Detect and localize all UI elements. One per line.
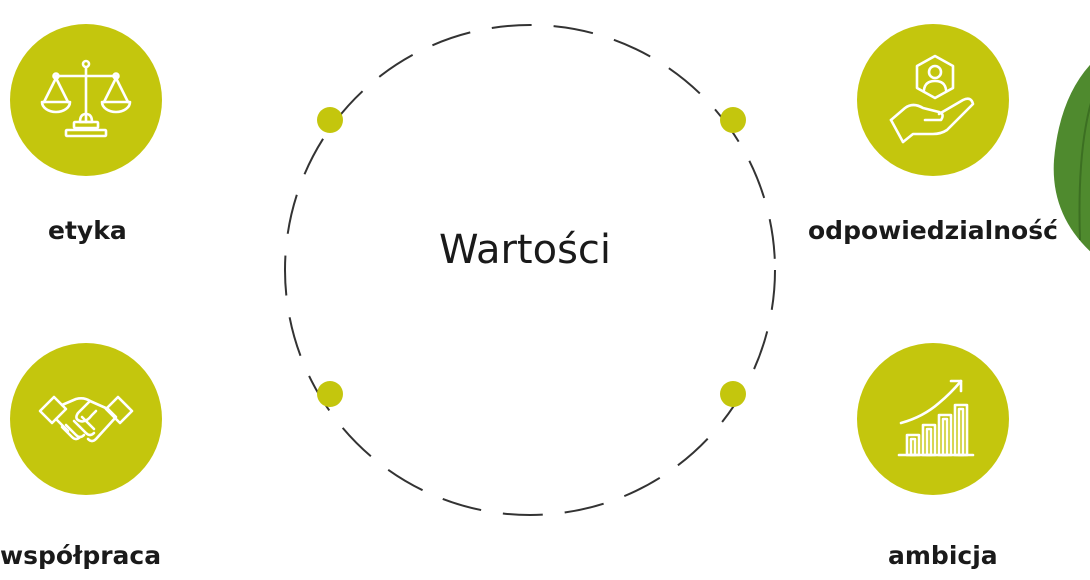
connector-dot-top-left	[317, 107, 343, 133]
handshake-icon	[38, 395, 134, 443]
value-label-ambicja: ambicja	[888, 541, 998, 570]
value-label-odpowiedzialnosc: odpowiedzialność	[808, 216, 1058, 245]
growth-chart-icon	[897, 379, 975, 457]
value-label-etyka: etyka	[48, 216, 127, 245]
connector-dot-top-right	[720, 107, 746, 133]
hand-person-icon	[889, 54, 975, 144]
value-circle-ambicja	[857, 343, 1009, 495]
value-circle-odpowiedzialnosc	[857, 24, 1009, 176]
scales-icon	[40, 59, 132, 138]
value-circle-etyka	[10, 24, 162, 176]
value-label-wspolpraca: współpraca	[0, 541, 162, 570]
leaf-decoration	[1053, 65, 1090, 252]
connector-dot-bottom-left	[317, 381, 343, 407]
dashed-circle	[284, 24, 776, 516]
value-circle-wspolpraca	[10, 343, 162, 495]
connector-dot-bottom-right	[720, 381, 746, 407]
center-title: Wartości	[438, 227, 612, 273]
